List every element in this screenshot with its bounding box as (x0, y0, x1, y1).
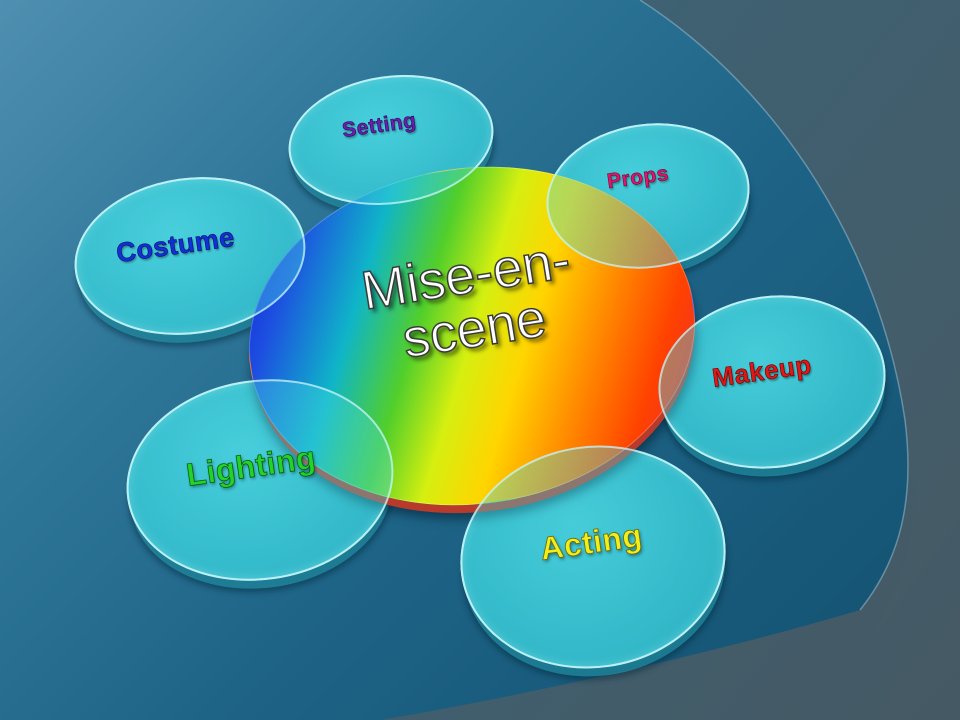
background-swoosh (380, 0, 960, 720)
